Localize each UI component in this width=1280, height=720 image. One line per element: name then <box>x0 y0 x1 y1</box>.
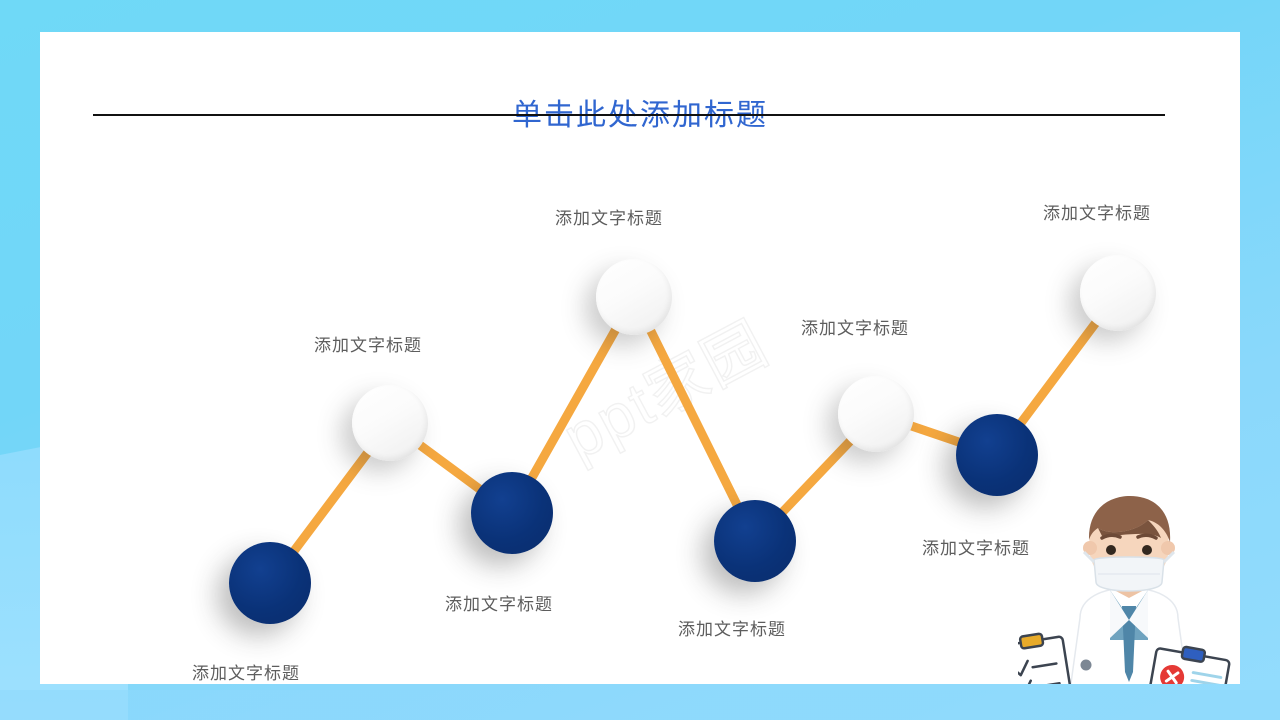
chart-node-label-3: 添加文字标题 <box>445 595 553 614</box>
chart-node-4[interactable] <box>596 259 672 335</box>
chart-node-label-7: 添加文字标题 <box>922 539 1030 558</box>
chart-node-label-8: 添加文字标题 <box>1043 204 1151 223</box>
chart-node-label-6: 添加文字标题 <box>801 319 909 338</box>
chart-node-5[interactable] <box>714 500 796 582</box>
title-divider <box>93 114 1165 116</box>
content-card: 单击此处添加标题 ppt家园 添加文字标题添加文字标题添加文字标题添加文字标题添… <box>40 32 1240 684</box>
chart-node-3[interactable] <box>471 472 553 554</box>
chart-node-label-5: 添加文字标题 <box>678 620 786 639</box>
chart-node-label-4: 添加文字标题 <box>555 209 663 228</box>
chart-node-8[interactable] <box>1080 255 1156 331</box>
chart-node-7[interactable] <box>956 414 1038 496</box>
chart-node-label-2: 添加文字标题 <box>314 336 422 355</box>
chart-node-label-1: 添加文字标题 <box>192 664 300 683</box>
chart-node-1[interactable] <box>229 542 311 624</box>
chart-node-6[interactable] <box>838 376 914 452</box>
node-layer: 添加文字标题添加文字标题添加文字标题添加文字标题添加文字标题添加文字标题添加文字… <box>40 32 1240 684</box>
chart-node-2[interactable] <box>352 385 428 461</box>
